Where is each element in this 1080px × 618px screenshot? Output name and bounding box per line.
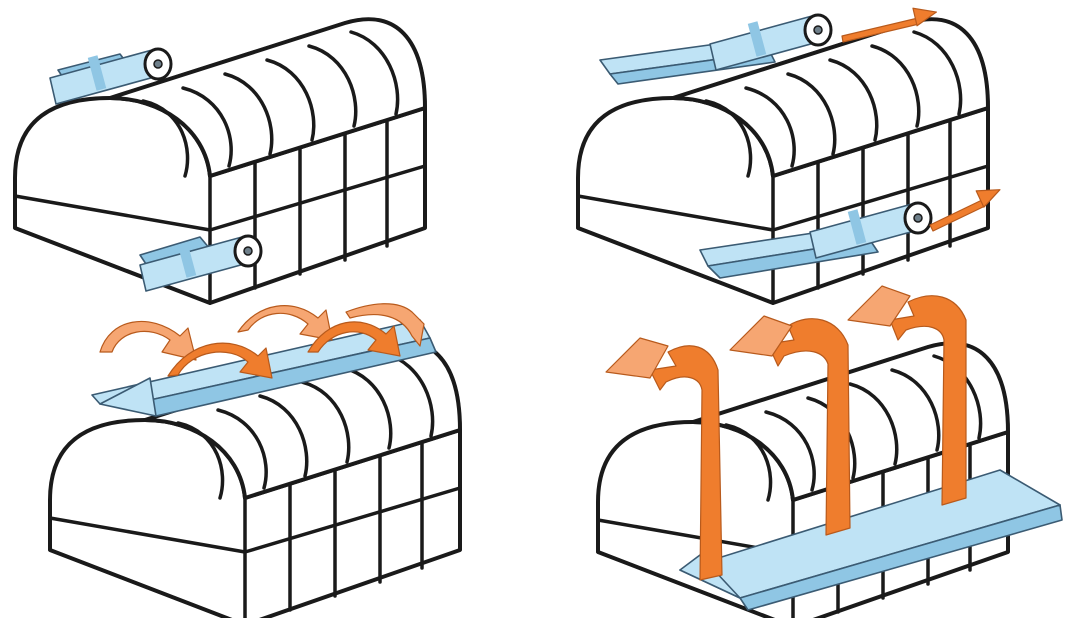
unroll-arrow-icon — [841, 2, 940, 43]
step-1-place-rolls — [13, 17, 427, 305]
film-roll-icon — [48, 47, 173, 106]
film-roll-icon — [699, 201, 933, 279]
film-roll-icon — [599, 13, 833, 85]
step-3-unfold-over-ridge — [48, 303, 462, 618]
curved-arrow-icon — [99, 303, 425, 379]
unroll-arrow-icon — [929, 180, 1005, 232]
curved-arrow-icon — [605, 285, 967, 581]
film-roll-icon — [138, 234, 263, 293]
folded-film-icon — [679, 469, 1063, 611]
step-4-pull-over-sides — [596, 285, 1063, 618]
step-2-unroll-film — [576, 2, 1005, 305]
